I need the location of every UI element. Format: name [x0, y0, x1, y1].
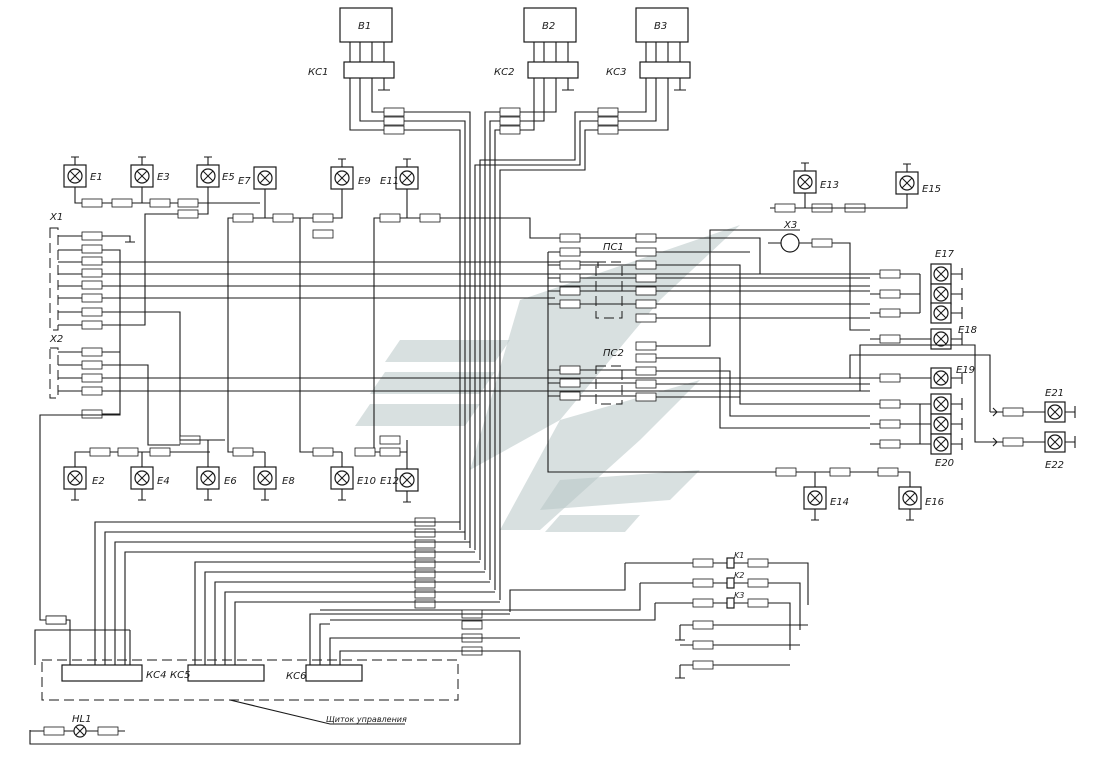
sensor-b1-label: B1	[358, 21, 371, 32]
main-harness-wires	[39, 249, 870, 621]
connector-pc1-label: ПС1	[603, 242, 624, 253]
indicator-hl1: HL1	[30, 714, 125, 738]
connector-pc2: ПС2	[547, 229, 900, 473]
lamp-e11-label: E11	[380, 176, 399, 187]
sensor-b2-label: B2	[542, 21, 555, 32]
lamp-e13-label: E13	[820, 180, 839, 191]
lamp-e5-label: E5	[222, 172, 235, 183]
relay-k2-label: K2	[734, 571, 744, 580]
lamp-e2-label: E2	[92, 476, 105, 487]
lamp-e14: E14	[803, 472, 849, 521]
lamp-e8: E8	[253, 452, 295, 501]
lamp-e15: E15	[800, 163, 941, 209]
sensor-b2: B2 КС2	[494, 7, 579, 79]
lamp-e12: E12	[380, 440, 419, 503]
lamp-e4: E4	[130, 452, 170, 501]
connector-kc4-label: КС4	[146, 670, 166, 681]
lamp-e15-label: E15	[922, 184, 941, 195]
lamp-e9: E9	[299, 158, 371, 453]
lamp-e12-label: E12	[380, 476, 399, 487]
lamp-e19: E19	[870, 365, 975, 389]
relay-block: K1 K2 K3	[320, 551, 809, 679]
connector-kc3-label: КС3	[606, 67, 626, 78]
sensor-b3-label: B3	[654, 21, 667, 32]
connector-pc2-label: ПС2	[603, 348, 624, 359]
lamp-e6: E6	[180, 439, 237, 501]
connector-x3: X3	[768, 220, 870, 331]
connector-kc2-label: КС2	[494, 67, 514, 78]
connector-x1: X1	[49, 212, 135, 331]
lamp-e14-label: E14	[830, 497, 849, 508]
connector-x2: X2	[49, 334, 103, 419]
lamp-group-e20: E20	[870, 393, 963, 469]
lamp-e10-label: E10	[357, 476, 376, 487]
connector-x1-label: X1	[49, 212, 63, 223]
lamp-e7: E7	[227, 166, 300, 453]
sensor-wires	[349, 42, 686, 600]
panel-harness	[29, 517, 521, 745]
lamp-e21: E21	[849, 354, 1076, 423]
lamp-e18-label: E18	[958, 325, 977, 336]
indicator-hl1-label: HL1	[72, 714, 91, 725]
lamp-e1-label: E1	[90, 172, 103, 183]
lamp-e5: E5	[90, 156, 235, 326]
relay-k1-label: K1	[734, 551, 744, 560]
sensor-b3: B3 КС3	[606, 7, 691, 79]
relay-k3-label: K3	[734, 591, 744, 600]
connector-pc1: ПС1	[548, 233, 870, 405]
lamp-e10: E10	[330, 452, 376, 501]
panel-label: Щиток управления	[326, 715, 407, 724]
lamp-e16-label: E16	[925, 497, 944, 508]
lamp-e18: E18	[870, 325, 977, 350]
lamp-e17-label: E17	[935, 249, 955, 260]
lamp-e3-label: E3	[157, 172, 170, 183]
connector-x2-label: X2	[49, 334, 63, 345]
lamp-e13: E13	[770, 162, 839, 209]
lamp-e22-label: E22	[1045, 460, 1064, 471]
lamp-e8-label: E8	[282, 476, 295, 487]
connector-kc6-label: КС6	[286, 671, 306, 682]
connector-x3-label: X3	[783, 220, 797, 231]
lamp-e16: E16	[898, 471, 944, 521]
lamp-e20-label: E20	[935, 458, 954, 469]
control-panel: КС4 КС5 КС6 Щиток управления	[41, 659, 459, 725]
connector-kc5-label: КС5	[170, 670, 190, 681]
lamp-e9-label: E9	[358, 176, 371, 187]
sensor-b1: B1 КС1	[308, 7, 395, 79]
lamp-e4-label: E4	[157, 476, 170, 487]
lamp-e6-label: E6	[224, 476, 237, 487]
lamp-group-e17: E17	[870, 249, 963, 324]
connector-kc1-label: КС1	[308, 67, 328, 78]
lamp-e7-label: E7	[238, 176, 251, 187]
lamp-e22: E22	[859, 344, 1076, 471]
lamp-e3: E3	[130, 156, 170, 203]
lamp-e19-label: E19	[956, 365, 975, 376]
lamp-e21-label: E21	[1045, 388, 1064, 399]
